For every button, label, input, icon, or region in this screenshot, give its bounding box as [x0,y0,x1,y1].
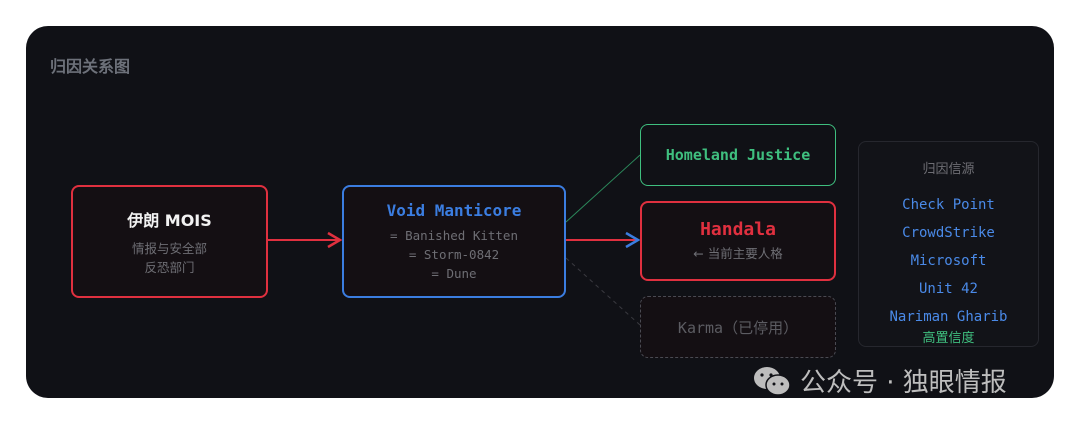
node-mois-line2: 反恐部门 [144,259,195,275]
line-void-karma [565,257,641,326]
sources-panel: 归因信源 Check Point CrowdStrike Microsoft U… [858,141,1039,347]
source-item: Unit 42 [918,281,978,297]
watermark: 公众号 · 独眼情报 [752,362,1007,399]
node-handala-name: Handala [700,219,776,240]
alias: = Storm-0842 [408,246,500,262]
node-homeland-justice: Homeland Justice [640,124,836,186]
arrowhead-void [327,231,343,249]
source-item: Check Point [902,197,995,213]
node-mois: 伊朗 MOIS 情报与安全部 反恐部门 [71,185,268,298]
node-void-manticore: Void Manticore = Banished Kitten = Storm… [342,185,566,298]
node-handala: Handala ← 当前主要人格 [640,201,836,281]
confidence-label: 高置信度 [922,331,975,346]
source-item: Microsoft [910,253,987,269]
arrowhead-handala [625,231,641,249]
line-void-homeland [565,154,641,223]
watermark-text: 公众号 · 独眼情报 [800,368,1007,398]
node-homeland-name: Homeland Justice [665,146,811,164]
source-item: CrowdStrike [902,225,995,241]
wechat-icon [754,366,791,396]
node-karma: Karma（已停用） [640,296,836,358]
sources-heading: 归因信源 [922,162,975,177]
alias: = Banished Kitten [390,227,518,243]
diagram-title: 归因关系图 [50,57,131,76]
source-item: Nariman Gharib [889,309,1008,325]
node-mois-line1: 情报与安全部 [131,240,207,256]
node-karma-name: Karma（已停用） [677,318,799,337]
alias: = Dune [431,265,477,281]
node-handala-note: ← 当前主要人格 [693,246,783,261]
node-mois-name: 伊朗 MOIS [127,210,212,230]
node-void-name: Void Manticore [386,200,522,220]
